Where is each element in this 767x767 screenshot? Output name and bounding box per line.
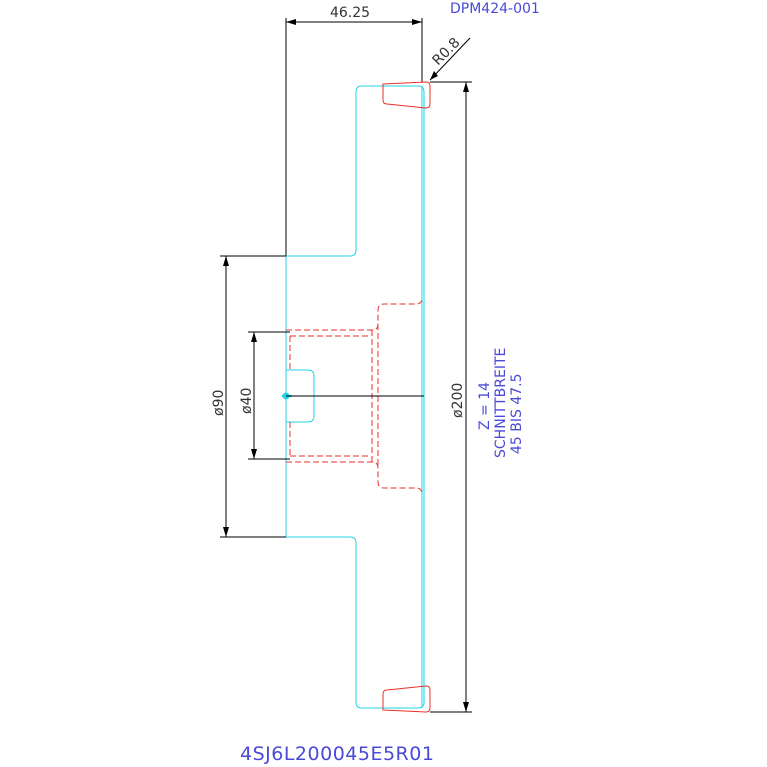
- radius-arrow: [430, 71, 438, 80]
- hub-top: [286, 249, 357, 257]
- dimension-dia-200-text: ø200: [450, 383, 466, 418]
- dimension-dia-40-text: ø40: [239, 388, 255, 414]
- gear-notes: Z = 14 SCHNITTBREITE 45 BIS 47.5: [477, 348, 525, 458]
- hidden-line-upper: [286, 297, 423, 331]
- arrow-left: [286, 19, 296, 25]
- tooth-top: [382, 81, 431, 109]
- dimension-dia-90-text: ø90: [211, 390, 227, 416]
- arrow-90-top: [223, 256, 229, 266]
- rim-outline: [355, 85, 425, 709]
- radius-leader: [429, 37, 471, 81]
- arrow-200-top: [463, 82, 469, 92]
- part-outline: [282, 85, 425, 709]
- arrow-40-top: [251, 332, 257, 342]
- dimension-dia-90: ø90: [211, 255, 286, 538]
- part-number: 4SJ6L200045E5R01: [240, 743, 434, 765]
- note-teeth: Z = 14: [477, 382, 493, 430]
- arrow-90-bottom: [223, 527, 229, 537]
- dimension-width-text: 46.25: [330, 5, 370, 21]
- note-cut-width-label: SCHNITTBREITE: [493, 348, 509, 458]
- dimension-width: 46.25: [285, 5, 423, 256]
- drawing-title-top: DPM424-001: [450, 1, 540, 17]
- arrow-40-bottom: [251, 449, 257, 459]
- hidden-line-lower: [286, 461, 423, 495]
- dimension-dia-200: ø200: [430, 81, 472, 713]
- dimension-dia-40: ø40: [239, 331, 290, 460]
- arrow-200-bottom: [463, 702, 469, 712]
- dimension-radius-text: R0.8: [430, 35, 464, 69]
- arrow-right: [412, 19, 422, 25]
- dimension-radius: R0.8: [429, 35, 471, 81]
- hub-bottom: [286, 536, 357, 544]
- teeth-profile: [286, 81, 431, 713]
- tooth-bottom: [382, 685, 431, 713]
- note-cut-width-range: 45 BIS 47.5: [509, 373, 525, 454]
